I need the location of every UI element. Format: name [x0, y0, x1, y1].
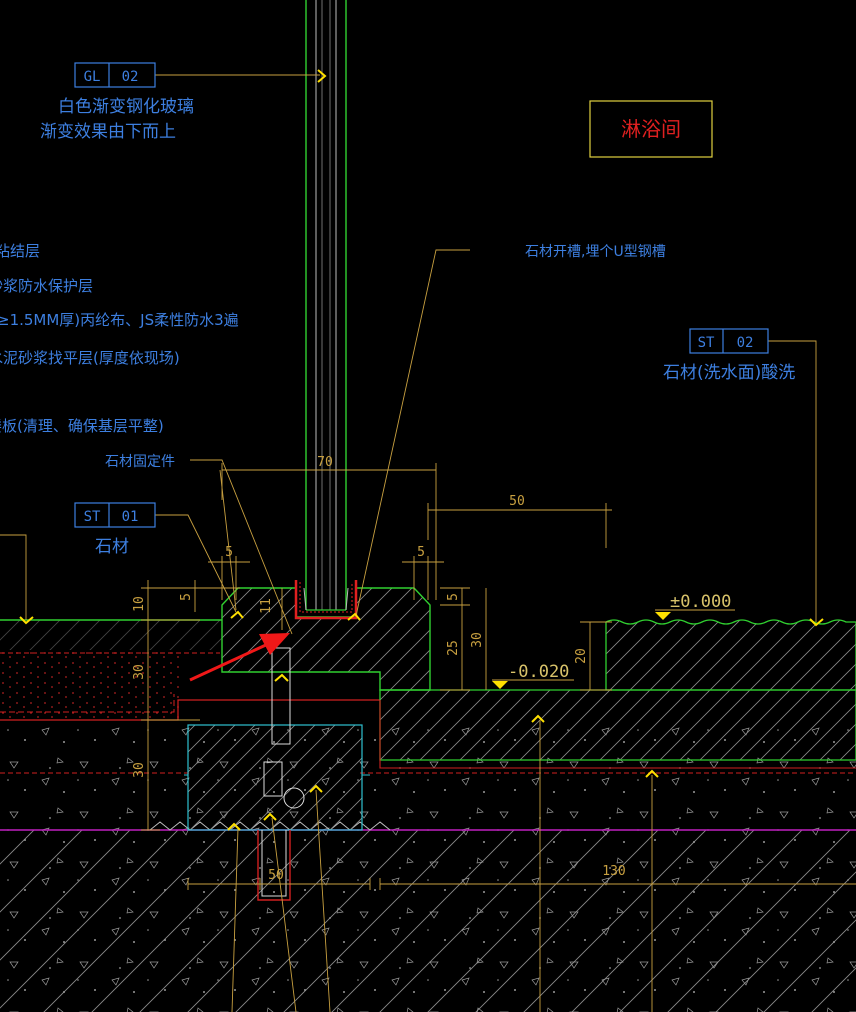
st02-code: ST — [698, 335, 715, 351]
tag-st02: ST 02 石材(洗水面)酸洗 — [663, 328, 795, 383]
dim-10: 10 — [132, 596, 147, 612]
room-label: 淋浴间 — [621, 117, 681, 141]
layer-item: 砂浆防水保护层 — [0, 277, 93, 295]
layer-item: 水泥砂浆找平层(厚度依现场) — [0, 349, 180, 367]
dim-25: 25 — [446, 640, 461, 656]
room-label-box: 淋浴间 — [589, 100, 713, 158]
layer-item: 楼板(清理、确保基层平整) — [0, 417, 164, 435]
dim-30-left: 30 — [132, 664, 147, 680]
gl02-code: GL — [84, 69, 101, 85]
note-fixing: 石材固定件 — [105, 454, 175, 470]
membrane-red-dashed — [0, 652, 856, 774]
level-markers — [492, 609, 735, 689]
st01-line1: 石材 — [95, 537, 129, 557]
dim-5-left: 5 — [225, 545, 233, 560]
leader-arrowheads — [19, 69, 824, 831]
leader-lines — [0, 74, 817, 1012]
layer-item: 粘结层 — [0, 242, 40, 260]
gl02-num: 02 — [122, 69, 139, 85]
dim-30-right: 30 — [470, 632, 485, 648]
dim-30-lower: 30 — [132, 762, 147, 778]
drop-level-marker — [492, 681, 508, 689]
dim-70: 70 — [317, 455, 333, 470]
note-slot: 石材开槽,埋个U型钢槽 — [525, 244, 666, 260]
gl02-line1: 白色渐变钢化玻璃 — [58, 97, 194, 117]
anchor-fixings — [257, 647, 305, 901]
tag-gl02: GL 02 白色渐变钢化玻璃 渐变效果由下而上 — [40, 62, 194, 142]
st01-code: ST — [84, 509, 101, 525]
concrete-curb — [184, 724, 370, 831]
red-pointer-arrow — [189, 633, 290, 682]
dim-50-bottom: 50 — [268, 868, 284, 883]
dimension-labels: 70 50 5 5 10 5 11 30 5 25 30 20 30 50 13… — [132, 455, 626, 883]
right-stone-floor — [379, 619, 856, 769]
level-drop-label: -0.020 — [508, 662, 569, 682]
layer-list: 粘结层 砂浆防水保护层 ≥1.5MM厚)丙纶布、JS柔性防水3遍 水泥砂浆找平层… — [0, 242, 239, 435]
st01-num: 01 — [122, 509, 139, 525]
level-finish-label: ±0.000 — [670, 592, 731, 612]
dim-11: 11 — [259, 598, 274, 614]
st02-num: 02 — [737, 335, 754, 351]
dim-130: 130 — [602, 864, 625, 879]
dim-50-top: 50 — [509, 494, 525, 509]
tag-st01: ST 01 石材 — [74, 502, 156, 557]
left-stone-floor — [0, 619, 380, 721]
finish-level-marker — [655, 612, 671, 620]
glass-panel — [305, 0, 347, 611]
dimension-lines — [141, 463, 856, 890]
dim-5-vert-left: 5 — [179, 593, 194, 601]
threshold-stone — [221, 587, 431, 691]
dim-5-right: 5 — [417, 545, 425, 560]
dim-5-vert-right: 5 — [446, 593, 461, 601]
floor-slab — [0, 830, 856, 1012]
gl02-line2: 渐变效果由下而上 — [40, 122, 176, 142]
layer-item: ≥1.5MM厚)丙纶布、JS柔性防水3遍 — [0, 311, 239, 329]
u-steel-channel — [294, 580, 358, 620]
dim-20: 20 — [574, 648, 589, 664]
st02-line1: 石材(洗水面)酸洗 — [663, 363, 795, 383]
